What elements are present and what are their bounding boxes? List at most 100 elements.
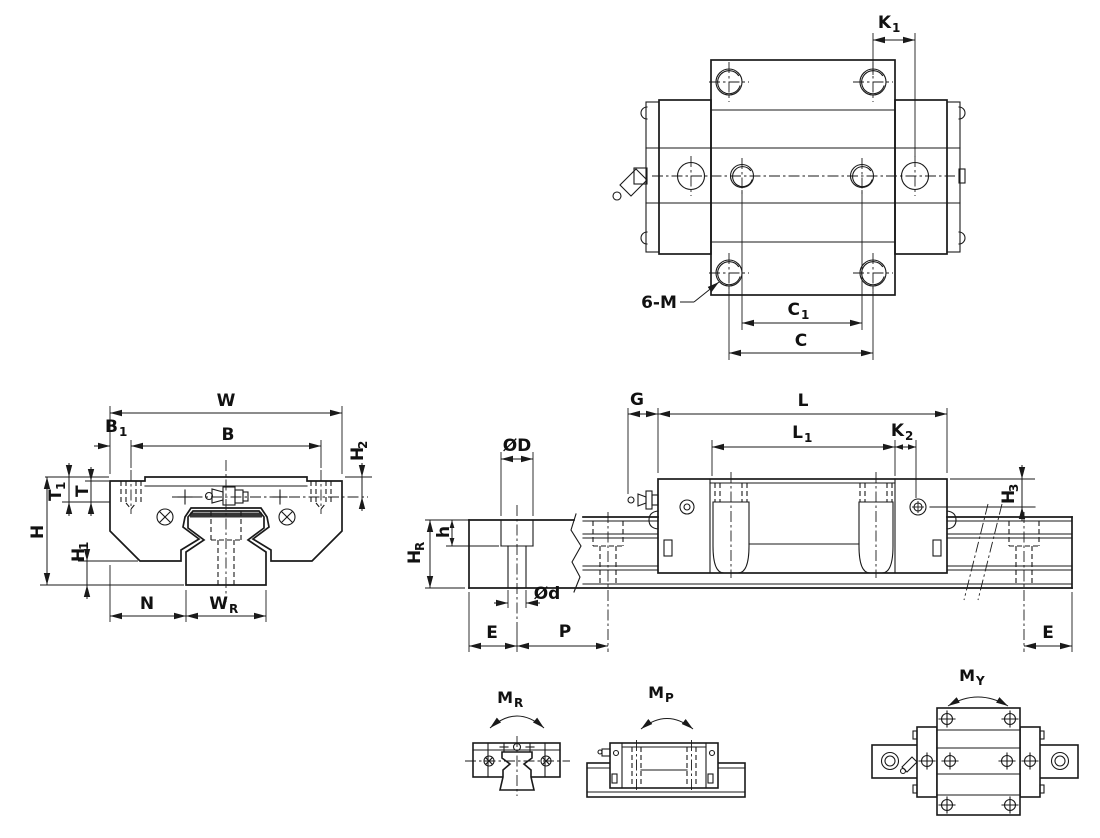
dim-K1: K 1 bbox=[872, 13, 916, 157]
moment-arrow-icon bbox=[947, 696, 1009, 707]
svg-text:2: 2 bbox=[356, 441, 370, 449]
svg-text:Y: Y bbox=[975, 674, 985, 688]
dim-L1: L 1 bbox=[711, 423, 896, 476]
moment-arrow-icon bbox=[489, 715, 545, 729]
dim-label-K2: K bbox=[891, 421, 905, 441]
svg-text:R: R bbox=[229, 602, 238, 616]
grease-port-plug bbox=[958, 168, 966, 184]
moment-yaw-view: M Y bbox=[871, 666, 1079, 816]
dim-T: T bbox=[73, 467, 109, 516]
dim-label-Od: Ød bbox=[534, 584, 561, 604]
dim-label-L1: L bbox=[792, 423, 803, 443]
svg-text:1: 1 bbox=[801, 308, 809, 322]
dim-label-MP: M bbox=[648, 683, 664, 702]
dim-label-H2: H bbox=[348, 447, 368, 461]
dim-label-6M: 6-M bbox=[641, 293, 677, 313]
rail-profile bbox=[185, 510, 267, 586]
dim-label-C: C bbox=[795, 331, 807, 351]
moment-pitch-view: M P bbox=[586, 683, 746, 798]
svg-text:1: 1 bbox=[892, 21, 900, 35]
grease-nipple-icon bbox=[899, 756, 918, 775]
callout-6M: 6-M bbox=[641, 281, 720, 313]
dim-WR: W R bbox=[186, 590, 267, 622]
dim-label-H1: H bbox=[69, 548, 89, 562]
dim-N: N bbox=[109, 565, 187, 622]
mini-holes bbox=[918, 710, 1039, 814]
dim-W: W bbox=[109, 391, 343, 474]
dim-label-MR: M bbox=[497, 688, 513, 707]
dim-label-C1: C bbox=[788, 300, 800, 320]
dim-label-K1: K bbox=[878, 13, 892, 33]
dim-label-WR: W bbox=[209, 594, 228, 614]
dim-C1: C 1 bbox=[741, 190, 863, 330]
side-view: G L L 1 K 2 bbox=[405, 390, 1073, 652]
dim-label-MY: M bbox=[959, 666, 975, 685]
dim-label-L: L bbox=[798, 391, 809, 411]
dim-label-B: B bbox=[222, 425, 235, 445]
dim-label-W: W bbox=[217, 391, 236, 411]
flange-tapped-hole bbox=[310, 470, 332, 514]
dim-B1: B 1 bbox=[94, 417, 127, 450]
dim-P: P bbox=[517, 622, 608, 650]
dim-L: L bbox=[658, 391, 948, 473]
dim-label-H3: H bbox=[999, 490, 1019, 504]
cap-screw bbox=[909, 498, 927, 516]
dim-h: h bbox=[425, 519, 499, 547]
break-line bbox=[570, 513, 582, 593]
svg-text:R: R bbox=[413, 542, 427, 551]
dim-OD: ØD bbox=[500, 436, 534, 516]
grease-nipple-icon bbox=[204, 486, 249, 506]
dim-label-T: T bbox=[73, 485, 93, 497]
dim-label-OD: ØD bbox=[503, 436, 532, 456]
seal-plate bbox=[932, 539, 942, 557]
dim-H: H bbox=[28, 477, 184, 586]
dim-label-H: H bbox=[28, 525, 48, 539]
dim-label-E-left: E bbox=[486, 623, 498, 643]
break-line bbox=[963, 503, 989, 601]
seal-plate bbox=[663, 539, 673, 557]
grease-nipple-icon bbox=[612, 167, 648, 201]
block-mini bbox=[609, 742, 719, 789]
svg-text:2: 2 bbox=[905, 429, 913, 443]
dim-B: B bbox=[130, 425, 322, 468]
dim-T1: T 1 bbox=[45, 463, 110, 516]
dim-label-G: G bbox=[630, 390, 644, 410]
moment-roll-view: M R bbox=[465, 688, 570, 796]
end-seal-screw bbox=[640, 106, 648, 120]
front-view: W B B 1 H 2 bbox=[28, 391, 372, 622]
dim-H2: H 2 bbox=[345, 441, 372, 511]
dim-label-T1: T bbox=[46, 489, 66, 501]
grease-nipple-icon bbox=[627, 490, 659, 510]
bolt-boss bbox=[858, 472, 894, 578]
flange-tapped-hole bbox=[120, 470, 142, 514]
dim-label-N: N bbox=[140, 594, 154, 614]
dim-label-h: h bbox=[434, 526, 454, 538]
dim-label-HR: H bbox=[405, 550, 425, 564]
reference-cross-marks bbox=[177, 489, 288, 505]
svg-text:1: 1 bbox=[119, 425, 127, 439]
dim-K2: K 2 bbox=[891, 421, 917, 498]
svg-text:1: 1 bbox=[804, 431, 812, 445]
dim-G: G bbox=[627, 390, 659, 494]
dim-label-E-right: E bbox=[1042, 623, 1054, 643]
mounting-holes bbox=[709, 62, 893, 293]
svg-text:1: 1 bbox=[77, 542, 91, 550]
svg-text:R: R bbox=[514, 696, 523, 710]
top-view: K 1 C 1 C 6-M bbox=[612, 13, 966, 360]
dim-HR: H R bbox=[405, 520, 465, 589]
dim-E-left: E bbox=[468, 592, 518, 652]
circuit-plug-icon bbox=[156, 508, 296, 526]
dim-E-right: E bbox=[1024, 592, 1073, 652]
svg-text:P: P bbox=[665, 691, 674, 705]
cap-hole bbox=[679, 499, 695, 515]
dim-label-B1: B bbox=[105, 417, 118, 437]
moment-arrow-icon bbox=[640, 718, 694, 730]
dim-C: C bbox=[728, 287, 874, 360]
svg-text:3: 3 bbox=[1007, 484, 1021, 492]
dim-label-P: P bbox=[559, 622, 571, 642]
dim-H3: H 3 bbox=[950, 465, 1035, 521]
dim-Od: Ød bbox=[494, 584, 560, 608]
bolt-boss bbox=[712, 472, 750, 578]
